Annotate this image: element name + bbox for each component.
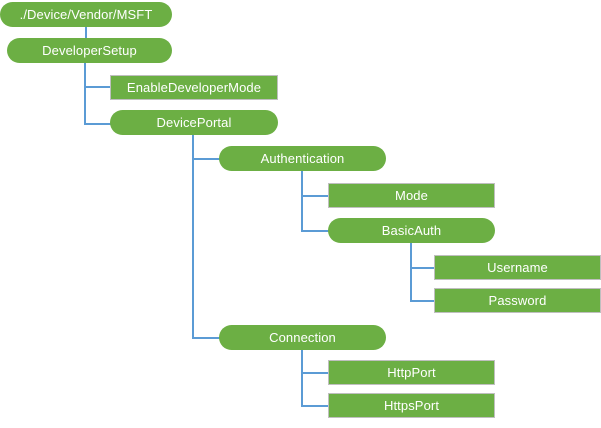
tree-node-label: Mode [395,188,428,203]
tree-node-authentication[interactable]: Authentication [219,146,386,171]
connector-authentication-to-trunk-3 [301,171,303,232]
tree-node-enabledevelopermode[interactable]: EnableDeveloperMode [110,75,278,100]
tree-node-mode[interactable]: Mode [328,183,495,208]
tree-node-password[interactable]: Password [434,288,601,313]
tree-node-label: HttpsPort [383,398,440,413]
tree-node-label: Username [487,260,548,275]
connector-trunk-2-to-connection [192,337,220,339]
tree-node-deviceportal[interactable]: DevicePortal [110,110,278,135]
connector-trunk-4-to-password [410,300,435,302]
tree-node-label: BasicAuth [381,223,442,238]
connector-deviceportal-to-trunk-2 [192,135,194,339]
tree-node-label: DevicePortal [156,115,232,130]
connector-connection-to-trunk-5 [301,350,303,406]
tree-node-label: DeveloperSetup [42,43,137,58]
tree-node-connection[interactable]: Connection [219,325,386,350]
tree-node-label: Connection [269,330,336,345]
connector-trunk-3-to-mode [301,195,329,197]
connector-trunk-5-to-httpport [301,372,329,374]
connector-trunk-1-to-enabledevelopermode [84,86,111,88]
tree-node-username[interactable]: Username [434,255,601,280]
tree-node-label: ./Device/Vendor/MSFT [19,7,153,22]
connector-developersetup-to-trunk-1 [84,63,86,125]
connector-trunk-1-to-deviceportal [84,123,111,125]
tree-node-basicauth[interactable]: BasicAuth [328,218,495,243]
tree-node-developersetup[interactable]: DeveloperSetup [7,38,172,63]
tree-node-httpsport[interactable]: HttpsPort [328,393,495,418]
tree-node-label: HttpPort [387,365,436,380]
connector-trunk-3-to-basicauth [301,230,329,232]
tree-node-httpport[interactable]: HttpPort [328,360,495,385]
tree-node-label: Password [488,293,547,308]
tree-node-root[interactable]: ./Device/Vendor/MSFT [0,2,172,27]
connector-trunk-4-to-username [410,267,435,269]
connector-root-to-developersetup [85,26,87,39]
connector-trunk-5-to-httpsport [301,405,329,407]
connector-basicauth-to-trunk-4 [410,243,412,301]
tree-node-label: EnableDeveloperMode [126,80,262,95]
tree-node-label: Authentication [260,151,345,166]
connector-trunk-2-to-authentication [192,158,220,160]
